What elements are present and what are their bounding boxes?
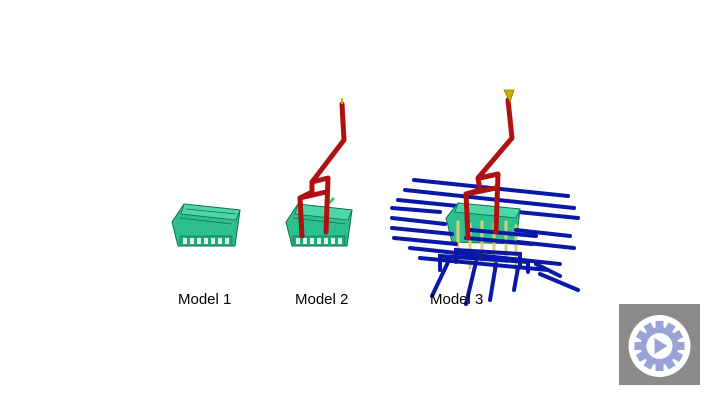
model-3-label: Model 3 <box>430 291 484 308</box>
model-3-cooling-front <box>390 226 580 306</box>
model-2-part <box>285 196 353 247</box>
model-1-label: Model 1 <box>178 291 232 308</box>
model-2-runner <box>297 101 347 239</box>
model-2-label: Model 2 <box>295 291 349 308</box>
gear-play-icon <box>628 315 691 377</box>
model-3-runner <box>463 97 515 241</box>
play-widget[interactable] <box>619 304 700 385</box>
model-1-part <box>171 203 241 247</box>
model-3-sprue-tip <box>503 89 515 104</box>
